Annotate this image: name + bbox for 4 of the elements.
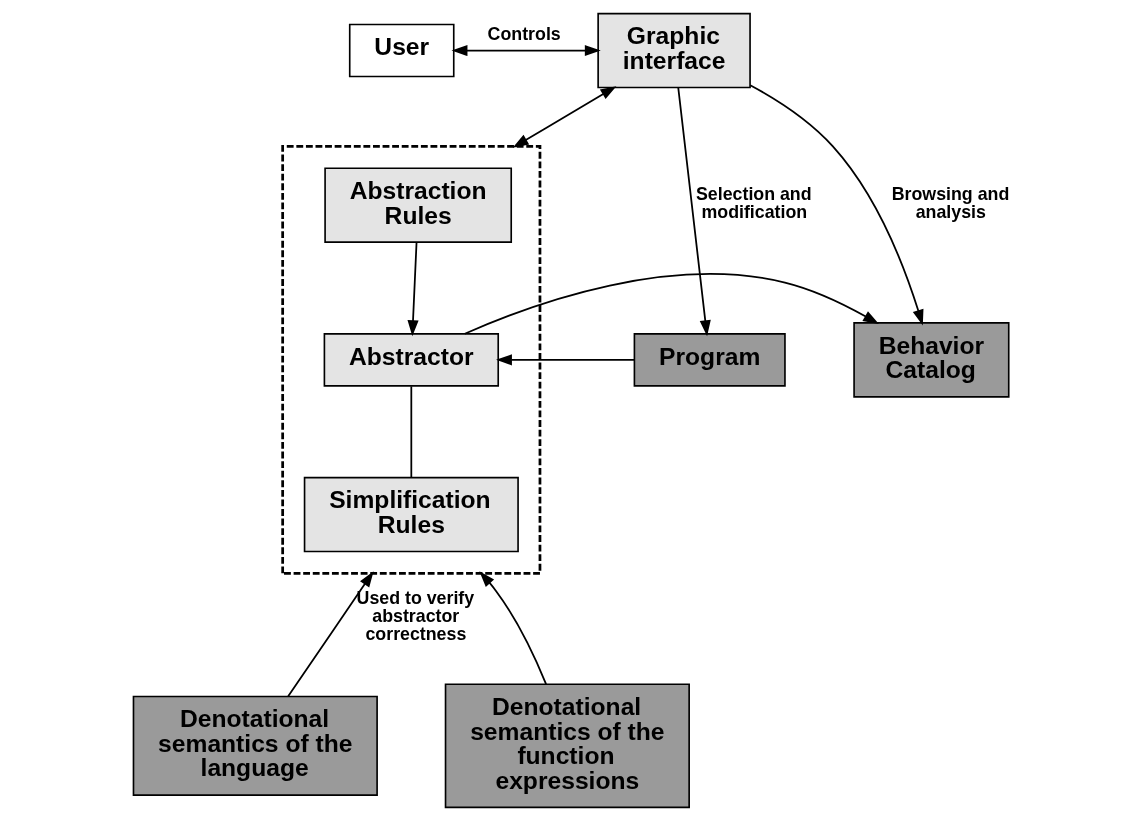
edge-label: Controls [487, 24, 561, 45]
edge-label: Used to verify abstractor correctness [356, 588, 474, 644]
edge-label: Browsing and analysis [891, 184, 1009, 223]
edge-label: Selection and modification [695, 184, 812, 223]
